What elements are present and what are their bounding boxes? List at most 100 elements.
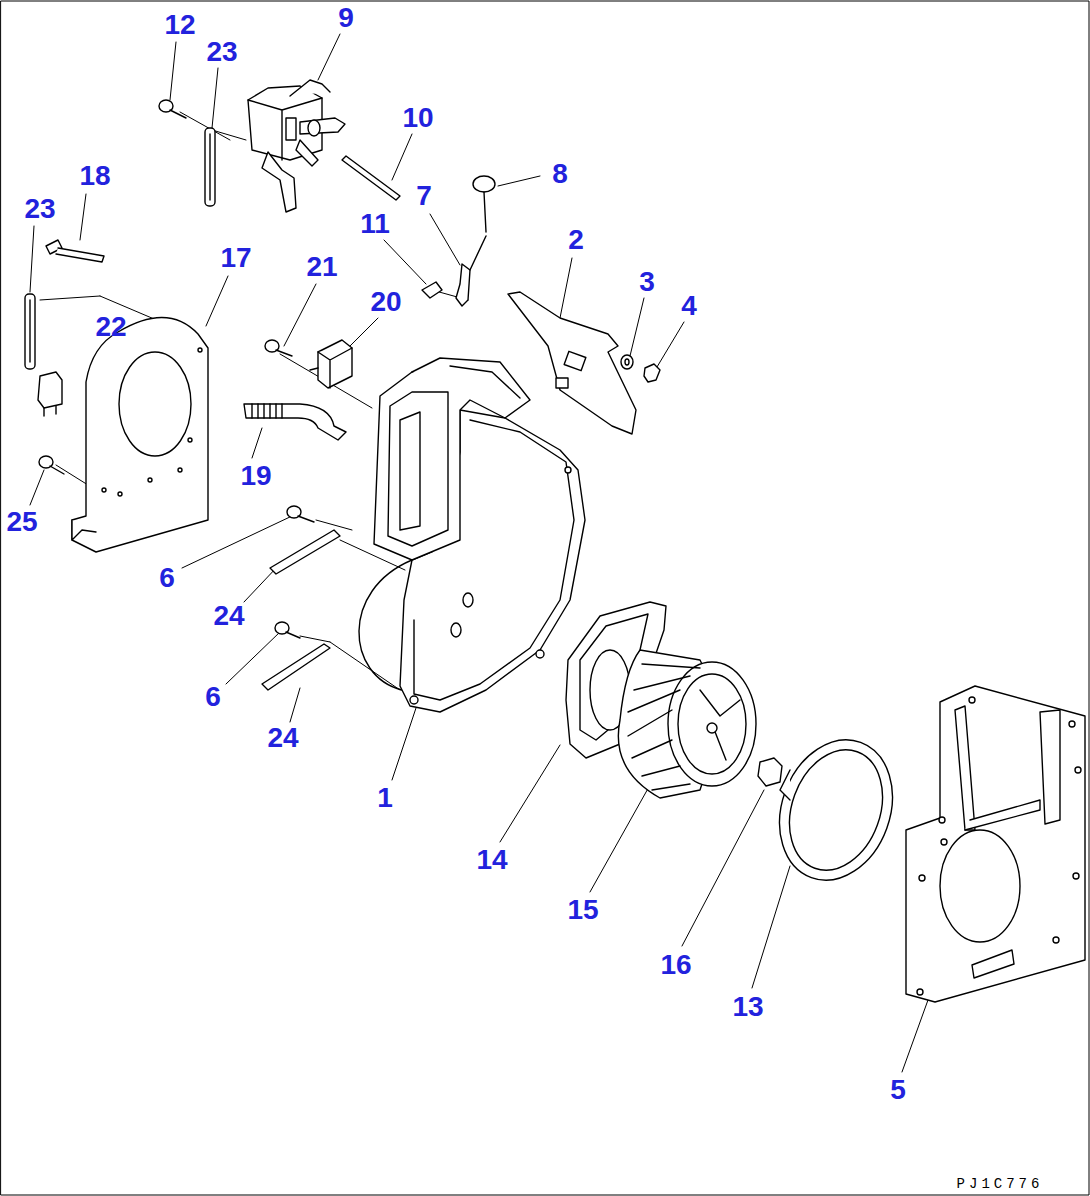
screw — [287, 506, 314, 522]
blower-fan — [618, 650, 756, 798]
callout-number: 22 — [95, 313, 126, 341]
callout-number: 23 — [206, 38, 237, 66]
cable-clamp — [262, 644, 330, 690]
leader-line — [560, 258, 572, 318]
resistor — [310, 340, 352, 388]
motor-bracket — [102, 488, 106, 492]
blower-fan — [628, 664, 700, 790]
callout-number: 19 — [240, 462, 271, 490]
motor-bracket — [118, 492, 122, 496]
callout-number: 1 — [377, 784, 393, 812]
leader-line — [316, 520, 352, 530]
actuator-motor — [262, 152, 296, 212]
actuator-motor — [296, 140, 318, 166]
motor-bracket — [72, 317, 208, 552]
callout-number: 25 — [6, 508, 37, 536]
drawing-code: PJ1C776 — [957, 1177, 1044, 1191]
callout-number: 17 — [220, 244, 251, 272]
leader-line — [330, 642, 400, 690]
relay — [44, 406, 56, 416]
leader-line — [392, 134, 412, 180]
link-lever — [456, 236, 486, 306]
blower-housing — [451, 623, 461, 637]
bell-mouth-ring — [761, 724, 912, 896]
cover-plate — [1075, 767, 1081, 773]
mounting-plate — [556, 378, 568, 388]
callout-number: 6 — [205, 683, 221, 711]
callout-number: 4 — [681, 292, 697, 320]
screw — [265, 340, 292, 356]
blower-housing — [565, 467, 571, 473]
relay — [38, 372, 62, 408]
leader-line — [206, 276, 228, 326]
cable-clamp — [29, 300, 30, 362]
cable-clamp — [25, 294, 35, 369]
resistor — [310, 368, 318, 370]
callout-number: 12 — [164, 11, 195, 39]
blower-housing — [388, 392, 448, 546]
leader-line — [500, 745, 560, 842]
mounting-plate — [508, 292, 636, 434]
link-lever — [470, 236, 486, 270]
callout-number: 24 — [213, 602, 244, 630]
callout-number: 14 — [476, 846, 507, 874]
callout-number: 13 — [732, 993, 763, 1021]
cable-clamp — [209, 134, 210, 200]
leader-line — [682, 790, 764, 946]
cover-plate — [1040, 710, 1060, 824]
actuator-motor — [308, 120, 320, 136]
washer — [621, 355, 633, 369]
bell-mouth-ring — [761, 724, 912, 896]
cover-plate — [965, 800, 1040, 830]
cover-plate — [955, 706, 975, 830]
leader-line — [40, 296, 100, 300]
motor-bracket — [198, 348, 202, 352]
blower-fan — [668, 662, 756, 786]
blower-housing — [374, 370, 470, 560]
bolt — [46, 240, 104, 262]
cover-plate — [906, 686, 1085, 1002]
callout-number: 15 — [567, 896, 598, 924]
actuator-motor — [286, 118, 296, 140]
bell-mouth-ring — [780, 770, 790, 800]
control-rod — [342, 156, 400, 200]
cover-plate — [939, 817, 945, 823]
leader-line — [498, 176, 540, 186]
cable-clamp — [25, 294, 35, 369]
blower-housing — [450, 366, 520, 398]
screw — [275, 622, 300, 638]
mounting-plate — [564, 351, 586, 370]
fan-nut — [758, 758, 782, 786]
leader-line — [284, 284, 316, 346]
leader-line — [752, 866, 790, 988]
nut — [644, 364, 660, 382]
drain-hose — [252, 404, 282, 418]
callout-number: 5 — [890, 1076, 906, 1104]
leader-line — [902, 1000, 928, 1072]
link-lever — [456, 264, 470, 306]
bell-mouth-ring — [773, 737, 898, 884]
cover-plate — [969, 697, 975, 703]
blower-housing — [410, 696, 418, 704]
screw — [159, 100, 186, 118]
resistor — [318, 348, 352, 388]
leader-line — [80, 194, 86, 240]
screw — [50, 466, 64, 474]
callout-number: 18 — [79, 162, 110, 190]
callout-number: 20 — [370, 288, 401, 316]
washer — [621, 355, 633, 369]
blower-housing — [359, 358, 585, 712]
cable-clamp — [205, 128, 215, 206]
callout-number: 7 — [416, 182, 432, 210]
callout-number: 2 — [568, 226, 584, 254]
actuator-motor — [290, 80, 330, 96]
actuator-motor — [248, 98, 322, 160]
cable-clamp — [205, 128, 215, 206]
leader-line — [30, 34, 928, 1072]
motor-bracket — [178, 468, 182, 472]
leader-line — [30, 470, 44, 505]
cover-plate — [1069, 721, 1075, 727]
cover-plate — [941, 839, 947, 845]
cover-plate — [940, 830, 1020, 942]
clip-pin — [473, 176, 495, 232]
